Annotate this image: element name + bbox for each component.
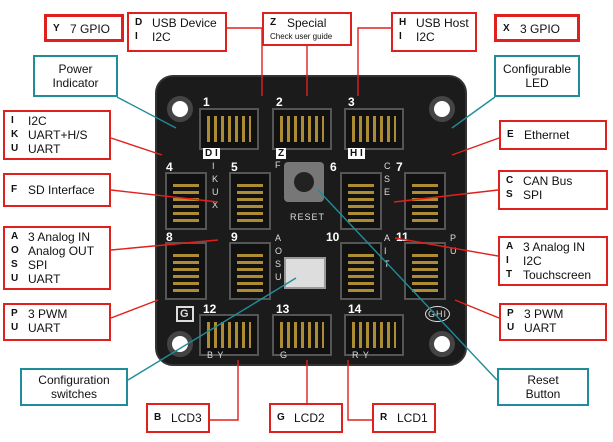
label-configurable-led: Configurable LED [494, 55, 580, 97]
reset-button-part [284, 162, 324, 202]
socket-3 [344, 108, 404, 150]
mount-hole [429, 331, 455, 357]
socket-number: 1 [203, 95, 210, 109]
socket-7 [404, 172, 446, 230]
socket-1 [199, 108, 259, 150]
socket-letters: G [280, 350, 289, 360]
socket-number: 10 [326, 230, 340, 244]
socket-number: 13 [276, 302, 290, 316]
socket-letters: B Y [207, 350, 225, 360]
mount-hole [167, 331, 193, 357]
ghi-logo: GHI [425, 306, 451, 322]
socket-letters: D I [203, 148, 220, 159]
socket-number: 9 [231, 230, 238, 244]
socket-letters: P U [450, 233, 458, 256]
socket-number: 14 [348, 302, 362, 316]
socket-14 [344, 314, 404, 356]
label-power-indicator: Power Indicator [33, 55, 118, 97]
socket-letters: R Y [352, 350, 370, 360]
socket-letters: H I [348, 148, 365, 159]
socket-number: 6 [330, 160, 337, 174]
mount-hole [167, 96, 193, 122]
socket-number: 5 [231, 160, 238, 174]
label-reset-button: Reset Button [497, 368, 589, 406]
socket-9 [229, 242, 271, 300]
socket-13 [272, 314, 332, 356]
socket-10 [340, 242, 382, 300]
socket-4 [165, 172, 207, 230]
socket-number: 12 [203, 302, 217, 316]
reset-silkscreen: RESET [290, 212, 326, 222]
socket-letters: A O S U [275, 233, 284, 282]
socket-number: 7 [396, 160, 403, 174]
socket-number: 3 [348, 95, 355, 109]
socket-5 [229, 172, 271, 230]
socket-12 [199, 314, 259, 356]
socket-letters: A I T [384, 233, 391, 269]
dip-switch-part [284, 257, 326, 289]
socket-letters: F [275, 160, 282, 170]
socket-2 [272, 108, 332, 150]
socket-letters: C S E [384, 161, 392, 197]
socket-letters: I K U X [212, 161, 220, 210]
socket-number: 2 [276, 95, 283, 109]
mount-hole [429, 96, 455, 122]
label-configuration-switches: Configuration switches [20, 368, 128, 406]
socket-number: 4 [166, 160, 173, 174]
socket-letters: Z [276, 148, 287, 159]
socket-number: 8 [166, 230, 173, 244]
